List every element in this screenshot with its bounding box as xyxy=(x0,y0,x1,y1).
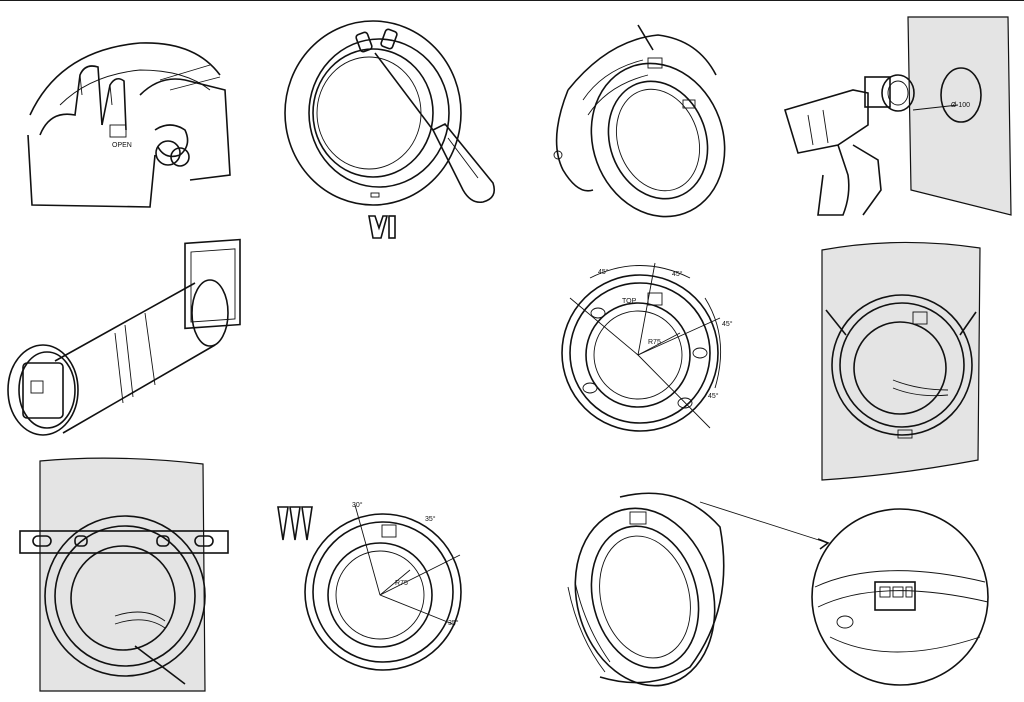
angle-bottom: 35° xyxy=(448,619,459,627)
hands-icon: OPEN xyxy=(27,42,231,208)
step-separate-ring xyxy=(548,20,728,220)
step-screw-ring: 30° 35° 35° R75 xyxy=(270,495,475,685)
step-open-cover: OPEN xyxy=(20,35,240,215)
angle-left: 30° xyxy=(352,501,363,509)
open-tab-label: OPEN xyxy=(112,142,132,149)
level-icon xyxy=(19,530,229,554)
drill-diameter-label: Ø 100 xyxy=(951,102,970,109)
step-release-screwdriver xyxy=(283,18,503,243)
angle-top-left: 45° xyxy=(598,268,609,276)
radius-label-2: R75 xyxy=(395,580,408,587)
tools-icon xyxy=(368,215,396,239)
step-wiring-detail xyxy=(560,487,1022,697)
top-border xyxy=(0,0,1024,1)
angle-top-right: 45° xyxy=(672,270,683,278)
screws-icon xyxy=(277,506,313,541)
wall-surface xyxy=(907,16,1012,216)
angle-right-2: 35° xyxy=(425,515,436,523)
step-mark-holes: 45° 45° 45° 45° R75 TOP xyxy=(560,258,740,438)
wall-panel-2 xyxy=(39,457,206,692)
step-insert-duct xyxy=(5,238,245,443)
angle-right: 45° xyxy=(722,320,733,328)
step-drill-hole: Ø 100 xyxy=(783,15,1018,220)
wall-panel xyxy=(821,241,981,481)
step-level-ring xyxy=(15,456,230,696)
radius-label: R75 xyxy=(648,339,661,346)
angle-bottom-right: 45° xyxy=(708,392,719,400)
zoom-callout-icon xyxy=(811,508,989,686)
step-mount-ring-wall xyxy=(818,240,983,485)
top-label: TOP xyxy=(622,298,637,305)
screwdriver-icon xyxy=(374,52,496,204)
drill-icon xyxy=(784,74,959,216)
